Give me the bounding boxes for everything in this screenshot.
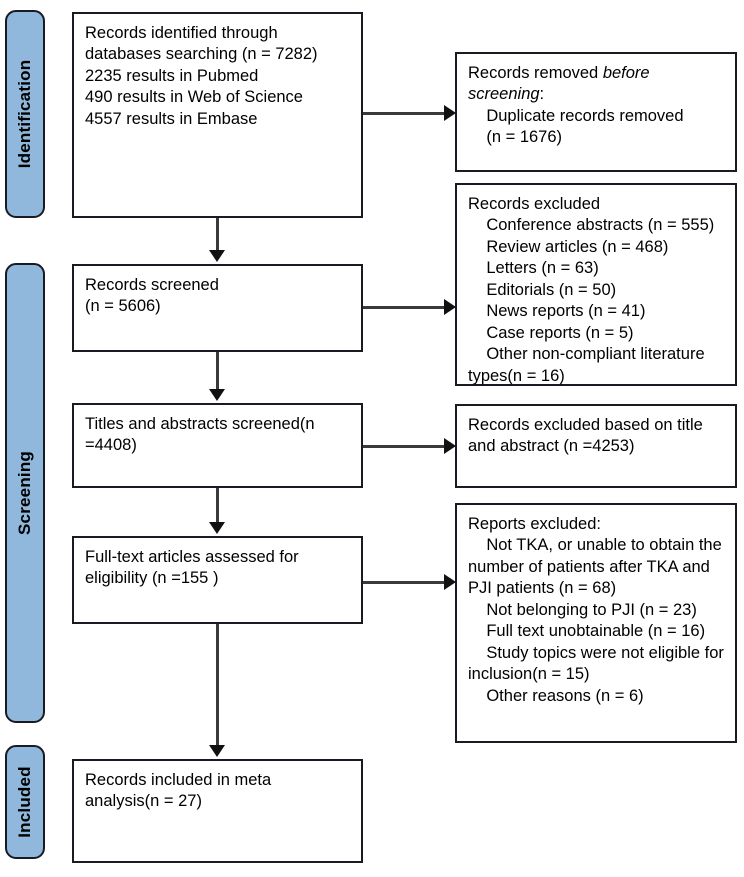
arrowhead-screened-to-excluded — [444, 299, 456, 315]
connector-titles-to-fulltext — [216, 488, 219, 524]
removed-line2-emphasis: screening — [468, 85, 540, 104]
arrowhead-fulltext-to-included — [209, 745, 225, 757]
box-reports-excluded: Reports excluded: Not TKA, or unable to … — [455, 503, 737, 743]
connector-fulltext-to-reports-excluded — [363, 581, 447, 584]
box-reports-excluded-text: Reports excluded: Not TKA, or unable to … — [468, 515, 724, 705]
connector-fulltext-to-included — [216, 624, 219, 747]
removed-line1-emphasis: before — [602, 64, 650, 82]
box-records-identified: Records identified through databases sea… — [72, 12, 363, 218]
arrowhead-identified-to-screened — [209, 250, 225, 262]
connector-screened-to-excluded — [363, 306, 447, 309]
box-records-included: Records included in meta analysis(n = 27… — [72, 759, 363, 863]
arrowhead-identified-to-removed — [444, 105, 456, 121]
connector-identified-to-removed — [363, 112, 447, 115]
connector-titles-to-excluded-title-abstract — [363, 445, 447, 448]
removed-line1-pre: Records removed — [468, 64, 603, 82]
arrowhead-screened-to-titles — [209, 389, 225, 401]
box-records-screened: Records screened (n = 5606) — [72, 264, 363, 352]
box-records-excluded-title-abstract-text: Records excluded based on title and abst… — [468, 416, 708, 456]
box-records-excluded-title-abstract: Records excluded based on title and abst… — [455, 404, 737, 488]
arrowhead-titles-to-excluded-title-abstract — [444, 438, 456, 454]
removed-line2-post: : — [539, 85, 545, 104]
stage-bar-screening: Screening — [5, 263, 45, 723]
box-records-identified-text: Records identified through databases sea… — [85, 24, 318, 128]
box-records-screened-text: Records screened (n = 5606) — [85, 276, 219, 316]
connector-identified-to-screened — [216, 218, 219, 252]
removed-rest: Duplicate records removed (n = 1676) — [486, 106, 684, 147]
box-titles-abstracts-screened-text: Titles and abstracts screened(n =4408) — [85, 415, 320, 455]
arrowhead-titles-to-fulltext — [209, 522, 225, 534]
stage-bar-identification: Identification — [5, 10, 45, 218]
box-full-text-assessed: Full-text articles assessed for eligibil… — [72, 536, 363, 624]
stage-bar-included: Included — [5, 745, 45, 859]
stage-label-screening: Screening — [15, 451, 34, 535]
box-records-excluded: Records excluded Conference abstracts (n… — [455, 183, 737, 386]
box-titles-abstracts-screened: Titles and abstracts screened(n =4408) — [72, 403, 363, 488]
arrowhead-fulltext-to-reports-excluded — [444, 574, 456, 590]
stage-label-included: Included — [15, 766, 34, 838]
box-records-included-text: Records included in meta analysis(n = 27… — [85, 771, 276, 811]
stage-label-identification: Identification — [15, 59, 34, 169]
box-full-text-assessed-text: Full-text articles assessed for eligibil… — [85, 548, 304, 588]
box-records-removed-before-screening: Records removed before screening: Duplic… — [455, 52, 737, 172]
box-records-removed-before-screening-text: Records removed before screening: Duplic… — [468, 63, 724, 149]
box-records-excluded-text: Records excluded Conference abstracts (n… — [468, 195, 715, 385]
connector-screened-to-titles — [216, 352, 219, 391]
